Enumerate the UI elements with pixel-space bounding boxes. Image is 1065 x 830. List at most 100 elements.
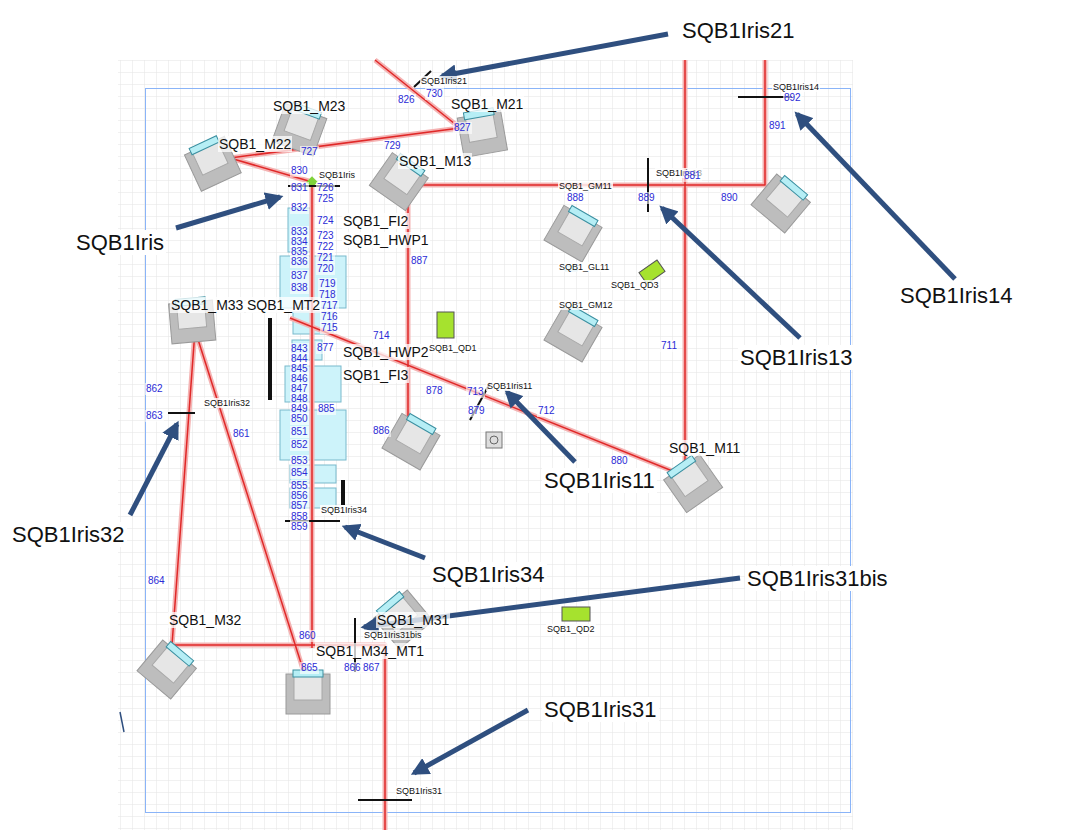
callout-number: 892 bbox=[783, 92, 802, 104]
callout-number: 722 bbox=[316, 241, 335, 253]
callout-number: 730 bbox=[425, 88, 444, 100]
part-label: SQB1_MT2 bbox=[246, 297, 321, 313]
part-label: SQB1_M32 bbox=[168, 612, 242, 628]
callout-number: 724 bbox=[316, 215, 335, 227]
callout-number: 718 bbox=[318, 289, 337, 301]
callout-number: 879 bbox=[467, 405, 486, 417]
part-label-small: SQB1_GL11 bbox=[558, 262, 610, 272]
callout-number: 723 bbox=[316, 230, 335, 242]
part-label-small: SQB1Iris31 bbox=[395, 786, 443, 796]
callout-number: 891 bbox=[768, 120, 787, 132]
callout-number: 867 bbox=[362, 662, 381, 674]
callout-number: 850 bbox=[290, 413, 309, 425]
callout-number: 717 bbox=[320, 300, 339, 312]
callout-number: 720 bbox=[316, 263, 335, 275]
callout-label: SQB1Iris14 bbox=[898, 283, 1015, 308]
callout-number: 721 bbox=[316, 252, 335, 264]
part-label: SQB1_M13 bbox=[398, 153, 472, 169]
iris-bars bbox=[168, 71, 792, 800]
callout-number: 711 bbox=[660, 340, 678, 352]
part-label-small: SQB1Iris31bis bbox=[363, 630, 423, 640]
part-label-small: SQB1Iris11 bbox=[486, 381, 533, 391]
callout-number: 860 bbox=[298, 630, 317, 642]
table-border bbox=[146, 89, 851, 813]
callout-label: SQB1Iris13 bbox=[738, 345, 855, 370]
callout-number: 729 bbox=[383, 140, 402, 152]
callout-number: 713 bbox=[466, 386, 485, 398]
part-label-small: SQB1_GM11 bbox=[558, 181, 613, 191]
callout-number: 832 bbox=[290, 202, 309, 214]
beam-path bbox=[172, 60, 765, 830]
part-label: SQB1_M21 bbox=[450, 96, 524, 112]
callout-number: 857 bbox=[290, 500, 309, 512]
part-label-small: SQB1Iris14 bbox=[772, 82, 820, 92]
part-label: SQB1_FI2 bbox=[342, 213, 409, 229]
callout-label: SQB1Iris32 bbox=[10, 522, 127, 547]
callout-label: SQB1Iris21 bbox=[680, 18, 797, 43]
part-label-small: SQB1Iris bbox=[318, 170, 356, 180]
callout-number: 712 bbox=[537, 405, 556, 417]
part-label-small: SQB1_QD3 bbox=[610, 280, 660, 290]
post-holder bbox=[490, 436, 498, 444]
part-label-small: SQB1_GM12 bbox=[558, 300, 614, 310]
table-grid bbox=[118, 60, 853, 830]
callout-number: 852 bbox=[290, 439, 309, 451]
callout-number: 716 bbox=[320, 311, 339, 323]
callout-number: 865 bbox=[300, 662, 319, 674]
callout-number: 887 bbox=[410, 255, 429, 267]
callout-number: 726 bbox=[316, 182, 335, 194]
callout-number: 719 bbox=[318, 278, 337, 290]
part-label: SQB1_HWP2 bbox=[342, 344, 430, 360]
tick-mark bbox=[120, 712, 124, 732]
part-label: SQB1_M34_MT1 bbox=[315, 643, 425, 659]
part-label: SQB1_M31 bbox=[376, 612, 450, 628]
part-label: SQB1_HWP1 bbox=[342, 232, 430, 248]
callout-number: 714 bbox=[372, 330, 391, 342]
callout-number: 715 bbox=[320, 322, 339, 334]
part-label: SQB1_M11 bbox=[668, 440, 741, 456]
callout-number: 838 bbox=[290, 282, 309, 294]
callout-number: 837 bbox=[290, 270, 309, 282]
part-label-small: SQB1Iris34 bbox=[320, 505, 368, 515]
callout-number: 859 bbox=[290, 521, 309, 533]
part-label: SQB1_M33 bbox=[170, 297, 244, 313]
callout-number: 864 bbox=[147, 575, 166, 587]
callout-number: 886 bbox=[372, 425, 391, 437]
callout-label: SQB1Iris31bis bbox=[745, 566, 890, 591]
part-label-small: SQB1_QD2 bbox=[546, 624, 596, 634]
callout-number: 878 bbox=[425, 385, 444, 397]
callout-arrow bbox=[130, 34, 955, 773]
callout-number: 881 bbox=[683, 170, 702, 182]
callout-label: SQB1Iris34 bbox=[430, 562, 547, 587]
optic-blocks bbox=[280, 208, 577, 508]
part-label-small: SQB1Iris21 bbox=[420, 76, 468, 86]
callout-number: 830 bbox=[290, 165, 309, 177]
callout-number: 725 bbox=[316, 193, 335, 205]
part-label: SQB1_FI3 bbox=[342, 367, 409, 383]
callout-number: 890 bbox=[720, 192, 739, 204]
part-label-small: SQB1Iris32 bbox=[203, 398, 251, 408]
mirror-mounts bbox=[137, 100, 813, 714]
callout-number: 889 bbox=[637, 192, 656, 204]
callout-number: 853 bbox=[290, 455, 309, 467]
callout-number: 866 bbox=[343, 662, 362, 674]
callout-number: 862 bbox=[145, 383, 164, 395]
part-label: SQB1_M23 bbox=[272, 98, 346, 114]
part-label: SQB1_M22 bbox=[218, 136, 292, 152]
callout-label: SQB1Iris11 bbox=[542, 468, 657, 493]
beam-halo bbox=[172, 60, 765, 830]
part-label-small: SQB1_QD1 bbox=[428, 343, 478, 353]
callout-number: 836 bbox=[290, 256, 309, 268]
callout-number: 861 bbox=[232, 428, 251, 440]
callout-label: SQB1Iris31 bbox=[542, 697, 659, 722]
callout-number: 877 bbox=[316, 342, 335, 354]
callout-number: 727 bbox=[300, 146, 319, 158]
beam-blocks bbox=[270, 318, 343, 505]
callout-number: 826 bbox=[397, 94, 416, 106]
callout-number: 880 bbox=[610, 455, 629, 467]
callout-number: 827 bbox=[453, 122, 472, 134]
post-holder bbox=[486, 432, 502, 448]
callout-number: 831 bbox=[290, 182, 309, 194]
callout-number: 854 bbox=[290, 467, 309, 479]
